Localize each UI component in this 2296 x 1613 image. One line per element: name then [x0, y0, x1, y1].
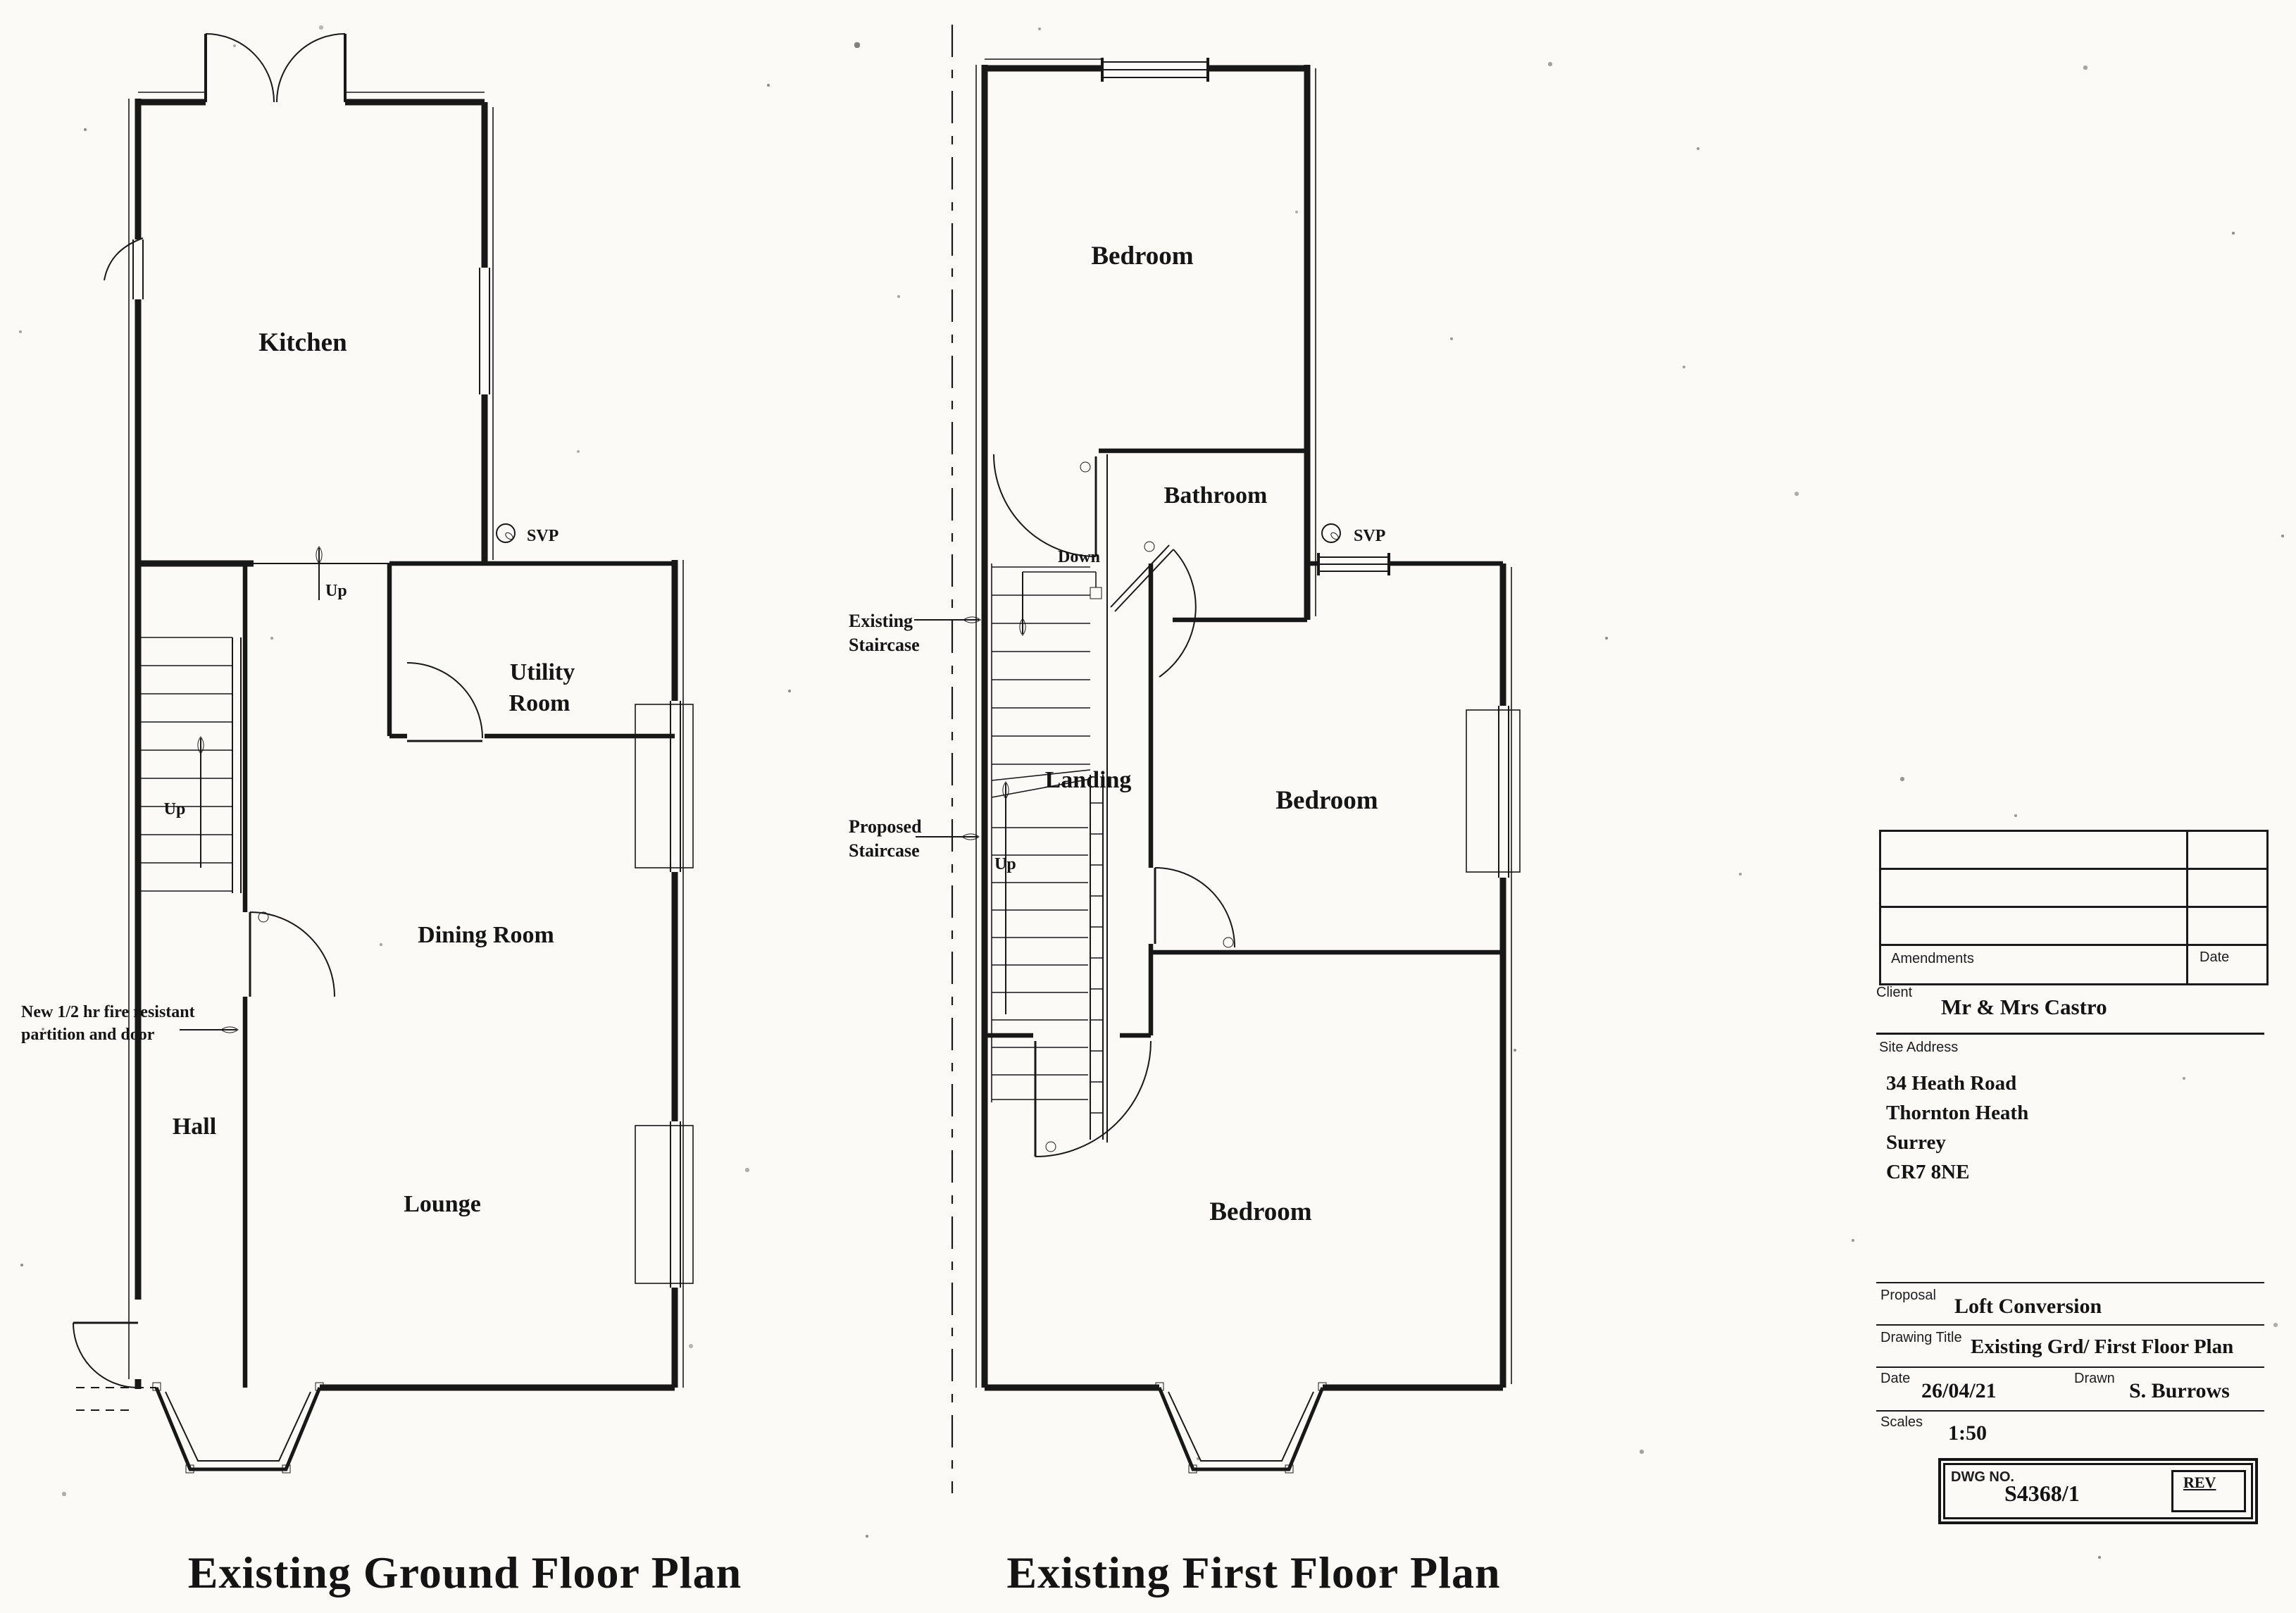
amendments-table: Amendments Date [1879, 830, 2269, 985]
bedroom-middle-label: Bedroom [1275, 786, 1378, 815]
rev-box: REV [2171, 1470, 2246, 1512]
bedroom-rear-label: Bedroom [1091, 242, 1193, 270]
divider-line [1876, 1282, 2264, 1283]
table-row-line [1881, 868, 2266, 870]
site-address-line-3: Surrey [1886, 1131, 1946, 1154]
ground-bay-window [152, 1382, 324, 1474]
drawing-title-label: Drawing Title [1880, 1330, 1962, 1345]
hall-label: Hall [173, 1114, 216, 1140]
fire-note-line1: New 1/2 hr fire resistant [21, 1003, 195, 1021]
ground-windows [132, 239, 694, 1288]
existing-staircase-label-2: Staircase [849, 635, 920, 655]
ground-floor-plan: Kitchen Up SVP Utility Room Up Dining Ro… [21, 33, 694, 1474]
fire-note-line2: partition and door [21, 1026, 155, 1044]
proposal-value: Loft Conversion [1954, 1295, 2102, 1318]
first-walls [975, 58, 1512, 1391]
dwg-no-value: S4368/1 [2004, 1481, 2080, 1506]
dining-partition-door [249, 911, 335, 997]
table-row-line [1881, 944, 2266, 946]
front-door [73, 1321, 139, 1388]
ground-staircase [138, 637, 242, 893]
site-address-line-4: CR7 8NE [1886, 1161, 1970, 1183]
existing-staircase-label-1: Existing [849, 611, 913, 631]
up-stairs-label: Up [164, 800, 186, 818]
svp-symbol-first [1321, 523, 1341, 543]
up-first-label: Up [994, 855, 1016, 873]
utility-room-label-1: Utility [510, 659, 575, 685]
down-label: Down [1058, 548, 1100, 566]
client-label: Client [1876, 985, 1913, 1000]
bathroom-door [1110, 541, 1197, 678]
up-step-label: Up [325, 582, 347, 600]
date-label: Date [1880, 1371, 1911, 1386]
utility-room-label-2: Room [509, 690, 570, 716]
site-address-line-2: Thornton Heath [1886, 1102, 2029, 1124]
first-floor-title: Existing First Floor Plan [1006, 1547, 1501, 1598]
bathroom-label: Bathroom [1164, 482, 1268, 509]
dining-room-label: Dining Room [418, 922, 554, 948]
proposal-label: Proposal [1880, 1288, 1936, 1303]
date-value: 26/04/21 [1921, 1379, 1997, 1402]
table-row-line [1881, 906, 2266, 908]
landing-label: Landing [1045, 767, 1132, 793]
svp-symbol-ground [496, 523, 516, 543]
drawn-label: Drawn [2074, 1371, 2115, 1386]
scales-label: Scales [1880, 1414, 1923, 1430]
middle-bedroom-door [1154, 867, 1235, 948]
first-windows [1101, 58, 1521, 878]
proposed-staircase-label-1: Proposed [849, 816, 922, 837]
divider-line [1876, 1366, 2264, 1368]
divider-line [1876, 1324, 2264, 1326]
rear-bedroom-door [993, 454, 1097, 557]
drawing-title-value: Existing Grd/ First Floor Plan [1971, 1335, 2234, 1358]
staircases [991, 454, 1108, 1142]
rev-label: REV [2183, 1474, 2216, 1491]
site-address-line-1: 34 Heath Road [1886, 1072, 2017, 1095]
ground-floor-title: Existing Ground Floor Plan [187, 1547, 742, 1598]
first-bay-window [1155, 1382, 1327, 1474]
divider-line [1876, 1033, 2264, 1035]
proposed-staircase-label-2: Staircase [849, 840, 920, 861]
scales-value: 1:50 [1948, 1421, 1987, 1445]
dwg-no-label: DWG NO. [1951, 1469, 2014, 1485]
ground-walls [76, 92, 684, 1411]
amendments-header: Amendments [1891, 951, 1974, 966]
first-floor-plan: Bedroom Bathroom SVP Down Existing Stair… [849, 25, 1521, 1493]
amendments-date-header: Date [2200, 949, 2230, 965]
bedroom-front-label: Bedroom [1209, 1197, 1311, 1226]
divider-line [1876, 1410, 2264, 1412]
svp-ground-label: SVP [527, 527, 559, 545]
kitchen-side-door-arc [104, 237, 144, 281]
table-column-line [2186, 832, 2188, 983]
drawn-value: S. Burrows [2129, 1379, 2230, 1402]
dwg-number-box: DWG NO. S4368/1 REV [1938, 1458, 2258, 1524]
dwg-box-inner-border: DWG NO. S4368/1 REV [1943, 1463, 2253, 1519]
kitchen-double-door [204, 33, 347, 103]
front-bedroom-door [1034, 1040, 1152, 1157]
utility-door [406, 662, 483, 742]
lounge-label: Lounge [404, 1191, 481, 1217]
kitchen-label: Kitchen [258, 328, 347, 357]
client-value: Mr & Mrs Castro [1941, 995, 2107, 1019]
svp-first-label: SVP [1354, 527, 1385, 545]
site-address-label: Site Address [1879, 1040, 1959, 1055]
